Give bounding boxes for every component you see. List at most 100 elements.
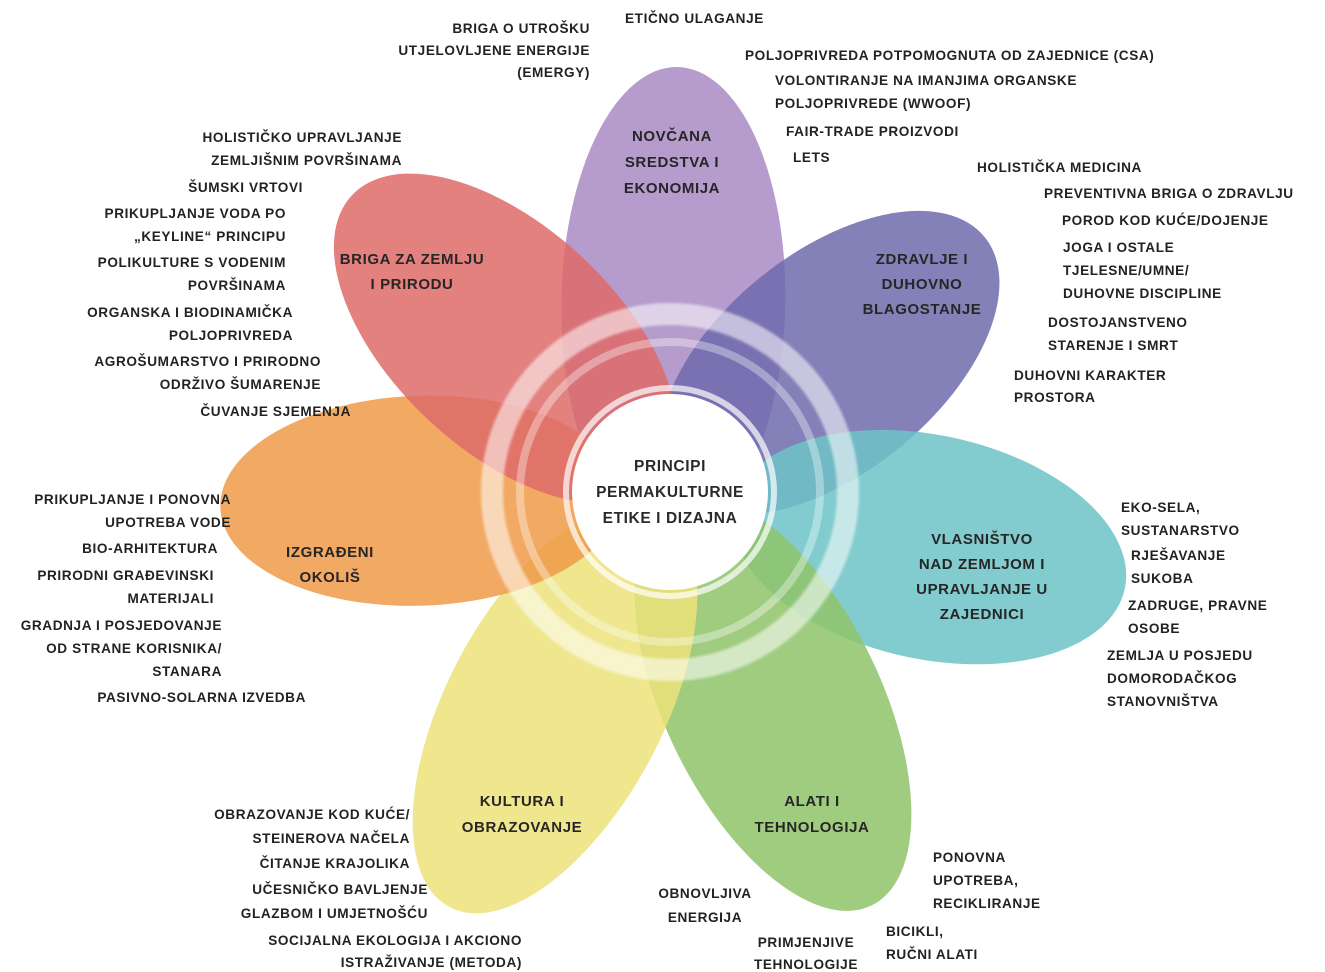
petal-title-health-line: ZDRAVLJE I <box>876 251 968 268</box>
practice-item-finance: POLJOPRIVREDA POTPOMOGNUTA OD ZAJEDNICE … <box>745 48 1154 63</box>
practice-item-finance-line: LETS <box>793 150 830 165</box>
practice-item-health: PREVENTIVNA BRIGA O ZDRAVLJU <box>1044 186 1294 201</box>
practice-item-health-line: JOGA I OSTALE <box>1063 240 1174 255</box>
practice-item-land: ŠUMSKI VRTOVI <box>188 180 303 195</box>
petal-title-health-line: DUHOVNO <box>882 276 963 293</box>
petal-title-tenure-line: UPRAVLJANJE U <box>916 581 1048 598</box>
practice-item-tenure-line: ZADRUGE, PRAVNE <box>1128 598 1267 613</box>
center-disc <box>572 394 768 590</box>
practice-item-health: POROD KOD KUĆE/DOJENJE <box>1062 213 1269 228</box>
practice-item-land: ORGANSKA I BIODINAMIČKA POLJOPRIVREDA <box>87 305 293 343</box>
practice-item-land: AGROŠUMARSTVO I PRIRODNO ODRŽIVO ŠUMARENJ… <box>94 354 321 392</box>
practice-item-finance-line: POLJOPRIVREDE (WWOOF) <box>775 96 971 111</box>
petal-title-tenure-line: NAD ZEMLJOM I <box>919 556 1045 573</box>
practice-item-health-line: STARENJE I SMRT <box>1048 338 1178 353</box>
practice-item-built-line: STANARA <box>152 664 222 679</box>
practice-item-culture-line: ČITANJE KRAJOLIKA <box>260 856 410 871</box>
practice-item-health-line: TJELESNE/UMNE/ <box>1063 263 1189 278</box>
petal-title-tools-line: TEHNOLOGIJA <box>755 819 870 836</box>
practice-item-health-line: DUHOVNI KARAKTER <box>1014 368 1166 383</box>
center-title-line: ETIKE I DIZAJNA <box>603 510 738 527</box>
practice-item-built-line: MATERIJALI <box>127 591 214 606</box>
practice-item-tools-line: OBNOVLJIVA <box>658 886 751 901</box>
practice-item-land-line: AGROŠUMARSTVO I PRIRODNO <box>94 354 321 369</box>
practice-item-tools-line: PONOVNA <box>933 850 1006 865</box>
practice-item-tools-line: BICIKLI, <box>886 924 944 939</box>
practice-item-health-line: HOLISTIČKA MEDICINA <box>977 160 1142 175</box>
practice-item-culture: UČESNIČKO BAVLJENJE GLAZBOM I UMJETNOŠĆU <box>241 882 428 921</box>
practice-item-finance-line: FAIR-TRADE PROIZVODI <box>786 124 959 139</box>
practice-item-culture-line: UČESNIČKO BAVLJENJE <box>252 882 428 897</box>
practice-item-tenure-line: DOMORODAČKOG <box>1107 671 1237 686</box>
practice-item-tools-line: TEHNOLOGIJE <box>754 957 858 972</box>
practice-item-health: HOLISTIČKA MEDICINA <box>977 160 1142 175</box>
petal-title-finance: NOVČANA SREDSTVA I EKONOMIJA <box>624 127 720 197</box>
practice-item-tenure: ZEMLJA U POSJEDU DOMORODAČKOG STANOVNIŠTVA <box>1107 648 1253 709</box>
practice-item-culture-line: GLAZBOM I UMJETNOŠĆU <box>241 906 428 921</box>
petal-title-health-line: BLAGOSTANJE <box>863 301 982 318</box>
practice-item-tools-line: PRIMJENJIVE <box>758 935 855 950</box>
petal-title-finance-line: SREDSTVA I <box>625 154 719 171</box>
practice-item-built-line: PRIRODNI GRAĐEVINSKI <box>37 568 214 583</box>
practice-item-built-line: PRIKUPLJANJE I PONOVNA <box>34 492 231 507</box>
practice-item-tenure-line: SUSTANARSTVO <box>1121 523 1240 538</box>
practice-item-finance-line: VOLONTIRANJE NA IMANJIMA ORGANSKE <box>775 73 1077 88</box>
practice-item-tenure-line: ZEMLJA U POSJEDU <box>1107 648 1253 663</box>
center-title-line: PERMAKULTURNE <box>596 484 744 501</box>
practice-item-built: PASIVNO-SOLARNA IZVEDBA <box>97 690 306 705</box>
practice-item-land-line: HOLISTIČKO UPRAVLJANJE <box>202 130 402 145</box>
petal-tools <box>634 495 912 911</box>
practice-item-land-line: PRIKUPLJANJE VODA PO <box>105 206 286 221</box>
petal-shape-culture <box>412 503 698 914</box>
middle-ring <box>516 338 824 646</box>
practice-item-land-line: ODRŽIVO ŠUMARENJE <box>160 377 321 392</box>
practice-item-land-line: ORGANSKA I BIODINAMIČKA <box>87 305 293 320</box>
petal-title-tools-line: ALATI I <box>784 793 840 810</box>
practice-item-health-line: PREVENTIVNA BRIGA O ZDRAVLJU <box>1044 186 1294 201</box>
practice-item-tenure-line: RJEŠAVANJE <box>1131 548 1226 563</box>
practice-item-culture-line: OBRAZOVANJE KOD KUĆE/ <box>214 807 410 822</box>
practice-item-land-line: ČUVANJE SJEMENJA <box>200 404 351 419</box>
practice-item-finance-line: UTJELOVLJENE ENERGIJE <box>398 43 590 58</box>
practice-item-finance: LETS <box>793 150 830 165</box>
practice-item-culture-line: ISTRAŽIVANJE (METODA) <box>341 955 522 970</box>
practice-item-tools: OBNOVLJIVA ENERGIJA <box>658 886 751 925</box>
practice-item-tools-line: ENERGIJA <box>668 910 742 925</box>
practice-item-finance-line: ETIČNO ULAGANJE <box>625 11 764 26</box>
practice-item-finance: VOLONTIRANJE NA IMANJIMA ORGANSKE POLJOPR… <box>775 73 1077 111</box>
center-ring <box>481 303 859 681</box>
practice-item-land-line: POLJOPRIVREDA <box>169 328 293 343</box>
practice-item-land-line: POVRŠINAMA <box>188 278 286 293</box>
petal-title-land-line: I PRIRODU <box>371 276 454 293</box>
practice-item-tools-line: RECIKLIRANJE <box>933 896 1041 911</box>
practice-item-built: PRIRODNI GRAĐEVINSKI MATERIJALI <box>37 568 214 606</box>
petal-title-finance-line: NOVČANA <box>632 127 712 145</box>
practice-item-culture: OBRAZOVANJE KOD KUĆE/STEINEROVA NAČELA <box>214 807 410 846</box>
practice-item-finance-line: (EMERGY) <box>517 65 590 80</box>
practice-item-health: DUHOVNI KARAKTER PROSTORA <box>1014 368 1166 405</box>
petal-title-built-line: OKOLIŠ <box>299 568 360 586</box>
practice-item-tools-line: RUČNI ALATI <box>886 947 978 962</box>
practice-item-built-line: OD STRANE KORISNIKA/ <box>46 641 222 656</box>
practice-item-finance: ETIČNO ULAGANJE <box>625 11 764 26</box>
practice-item-tools: BICIKLI, RUČNI ALATI <box>886 924 978 962</box>
petal-title-culture-line: KULTURA I <box>480 793 565 810</box>
practice-item-tenure-line: STANOVNIŠTVA <box>1107 694 1219 709</box>
petal-title-finance-line: EKONOMIJA <box>624 180 720 197</box>
practice-item-land: PRIKUPLJANJE VODA PO„KEYLINE“ PRINCIPU <box>105 206 286 244</box>
practice-item-culture-line: SOCIJALNA EKOLOGIJA I AKCIONO <box>268 933 522 948</box>
practice-item-health-line: PROSTORA <box>1014 390 1096 405</box>
petal-title-tools: ALATI I TEHNOLOGIJA <box>755 793 870 836</box>
